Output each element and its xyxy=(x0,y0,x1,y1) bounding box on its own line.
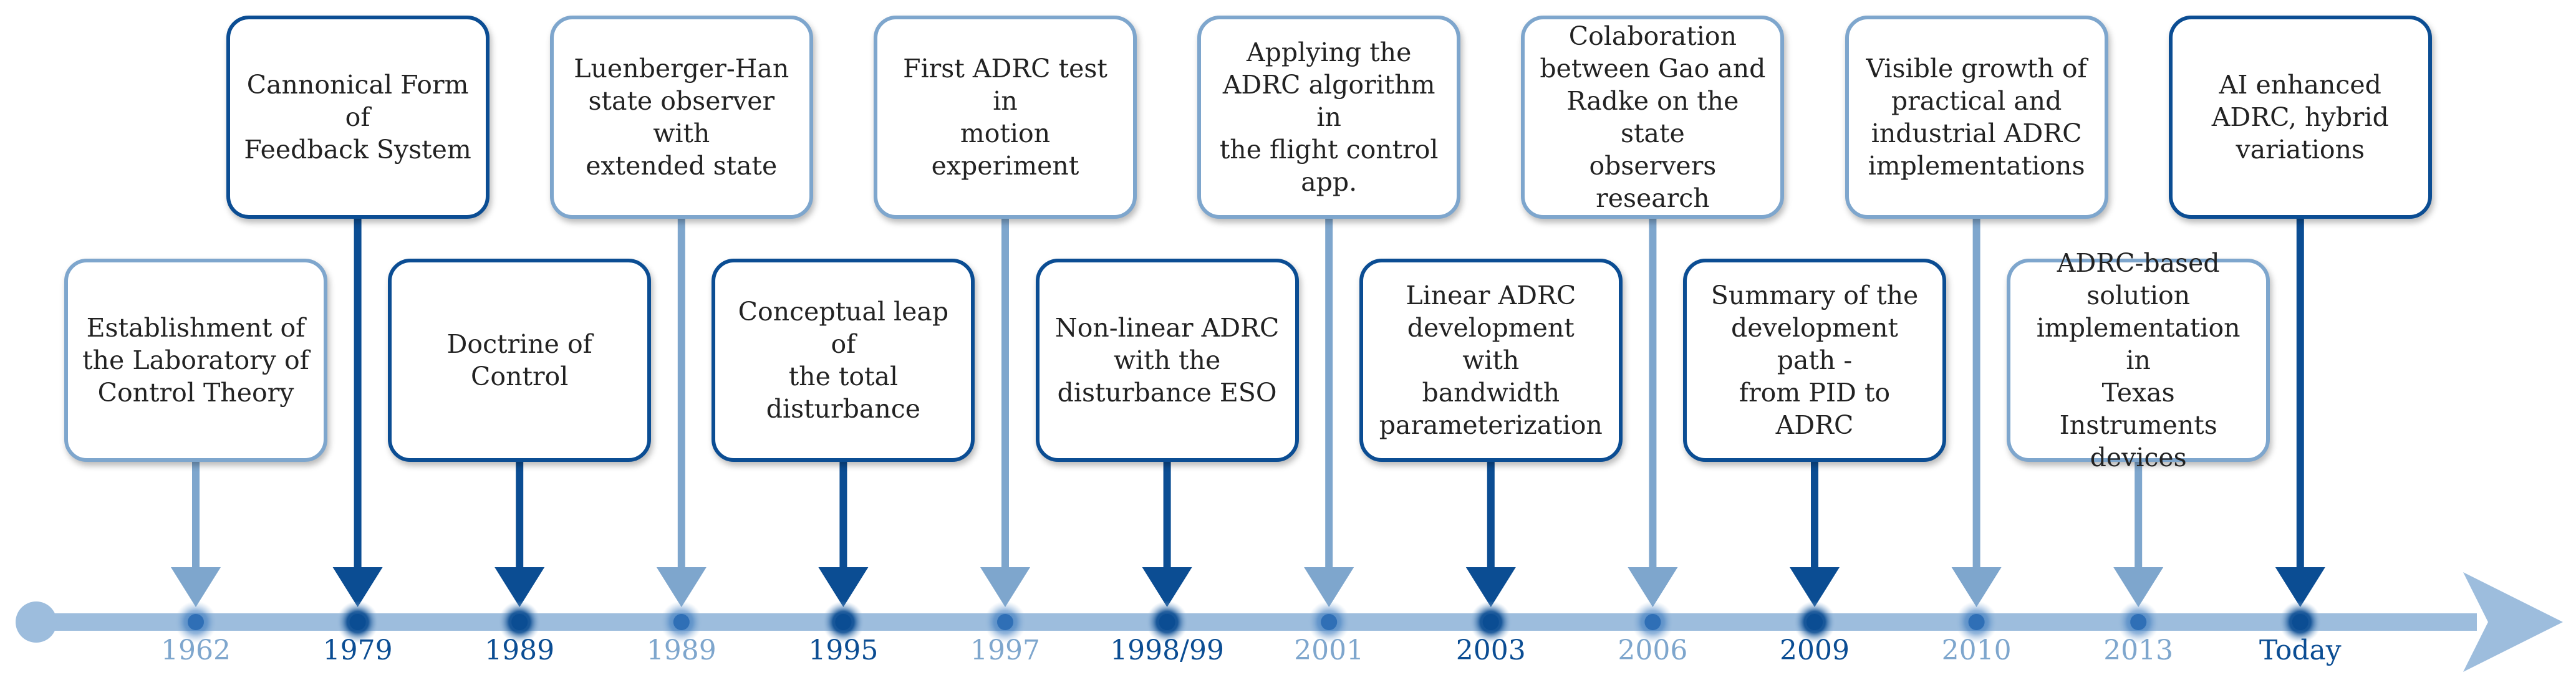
event-connector-arrow xyxy=(332,219,383,607)
year-label: 2010 xyxy=(1941,635,2012,666)
timeline-dot xyxy=(498,601,541,643)
timeline-axis xyxy=(32,613,2477,631)
event-box: AI enhanced ADRC, hybrid variations xyxy=(2168,16,2432,219)
event-connector-arrow xyxy=(980,219,1030,607)
timeline-dot xyxy=(336,601,379,643)
event-connector-arrow xyxy=(2275,219,2325,607)
event-box: Doctrine of Control xyxy=(388,259,652,462)
year-label: 1998/99 xyxy=(1110,635,1224,666)
timeline-dot xyxy=(1631,601,1674,643)
event-box: Applying the ADRC algorithm in the fligh… xyxy=(1197,16,1461,219)
event-connector-arrow xyxy=(1304,219,1354,607)
event-box: Visible growth of practical and industri… xyxy=(1845,16,2108,219)
event-connector-arrow xyxy=(1142,462,1192,607)
event-box: Linear ADRC development with bandwidth p… xyxy=(1359,259,1623,462)
year-label: 2009 xyxy=(1780,635,1850,666)
year-label: 1997 xyxy=(970,635,1040,666)
timeline-dot xyxy=(1146,601,1189,643)
event-box: First ADRC test in motion experiment xyxy=(874,16,1137,219)
timeline-dot xyxy=(660,601,703,643)
year-label: 1989 xyxy=(485,635,555,666)
event-box: Establishment of the Laboratory of Contr… xyxy=(64,259,327,462)
timeline-dot xyxy=(1469,601,1512,643)
timeline-arrowhead xyxy=(2463,572,2563,672)
event-box: Conceptual leap of the total disturbance xyxy=(712,259,975,462)
timeline-dot xyxy=(1793,601,1836,643)
event-connector-arrow xyxy=(1465,462,1516,607)
year-label: 1979 xyxy=(322,635,393,666)
event-connector-arrow xyxy=(2113,462,2164,607)
timeline-dot xyxy=(822,601,865,643)
year-label: 2003 xyxy=(1455,635,1526,666)
event-box: Non-linear ADRC with the disturbance ESO xyxy=(1035,259,1299,462)
timeline-dot xyxy=(1955,601,1998,643)
timeline-dot xyxy=(984,601,1026,643)
year-label: 1995 xyxy=(808,635,879,666)
event-connector-arrow xyxy=(656,219,707,607)
event-connector-arrow xyxy=(818,462,869,607)
timeline-dot xyxy=(1308,601,1351,643)
timeline-start-cap xyxy=(16,601,57,643)
year-label: 2013 xyxy=(2103,635,2174,666)
year-label: 1962 xyxy=(161,635,231,666)
year-label: 2006 xyxy=(1618,635,1688,666)
timeline-dot xyxy=(175,601,217,643)
year-label: Today xyxy=(2259,635,2342,666)
event-connector-arrow xyxy=(1951,219,2002,607)
event-connector-arrow xyxy=(1790,462,1840,607)
event-box: ADRC-based solution implementation in Te… xyxy=(2007,248,2270,472)
year-label: 1989 xyxy=(646,635,716,666)
year-label: 2001 xyxy=(1294,635,1364,666)
event-box: Summary of the development path - from P… xyxy=(1683,259,1946,462)
event-box: Colaboration between Gao and Radke on th… xyxy=(1521,16,1785,219)
event-connector-arrow xyxy=(494,462,545,607)
event-box: Cannonical Form of Feedback System xyxy=(226,16,490,219)
event-box: Luenberger-Han state observer with exten… xyxy=(549,16,813,219)
timeline-dot xyxy=(2279,601,2322,643)
event-connector-arrow xyxy=(1628,219,1678,607)
timeline-dot xyxy=(2117,601,2160,643)
event-connector-arrow xyxy=(171,462,221,607)
